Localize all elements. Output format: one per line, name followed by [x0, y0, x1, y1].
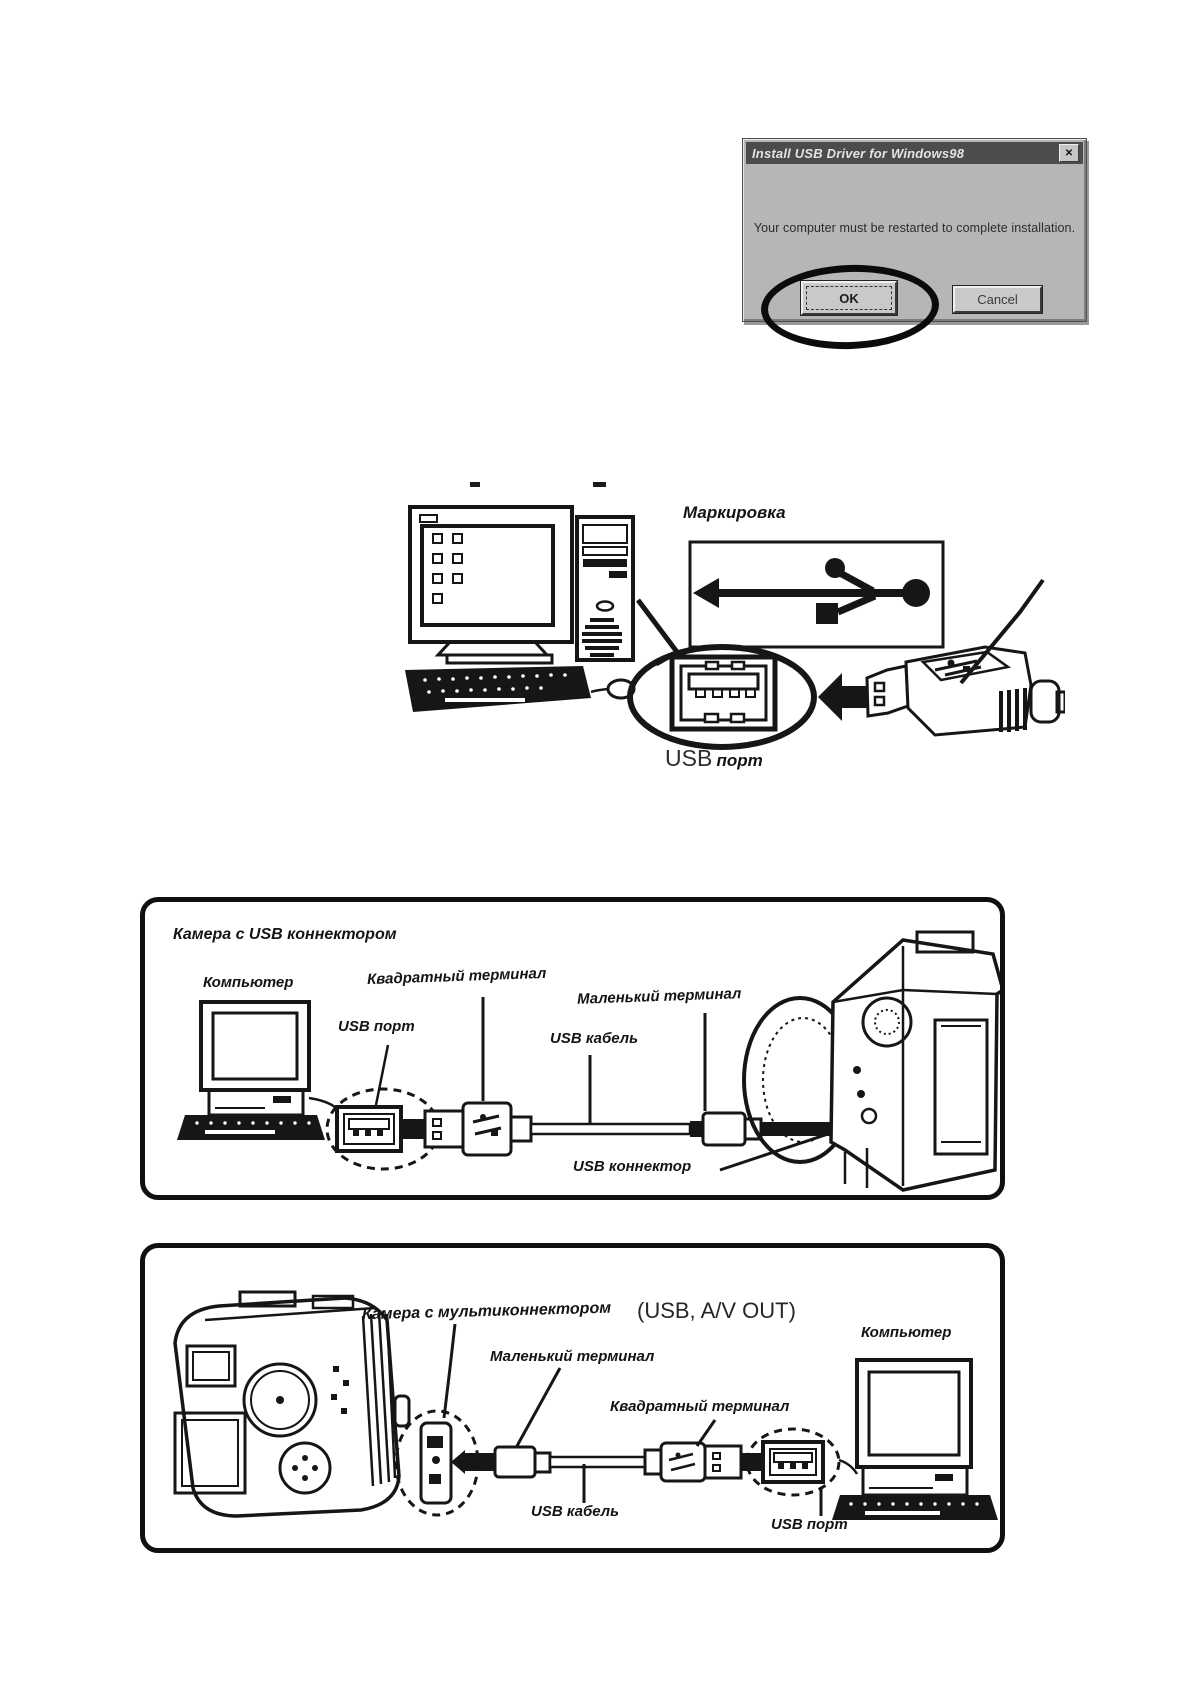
usb-port-label: USB порт — [338, 1018, 415, 1035]
usb-cable — [548, 1455, 647, 1469]
dialog-ok-button[interactable]: OK — [801, 281, 897, 315]
usb-port-illustration — [405, 505, 1065, 750]
computer-label: Компьютер — [861, 1324, 952, 1341]
leader-lines — [442, 1323, 823, 1516]
arrow-left-icon — [818, 673, 867, 721]
usb-port-callout — [627, 598, 817, 750]
usb-symbol-plate — [920, 650, 1012, 682]
usb-cable-label: USB кабель — [531, 1503, 620, 1520]
usb-connector-label: USB коннектор — [573, 1158, 692, 1175]
usb-connector-diagram-art — [177, 930, 1000, 1192]
computer-label: Компьютер — [203, 974, 294, 991]
cancel-button-label: Cancel — [977, 292, 1018, 307]
multi-connector-diagram-box: Камера с мультиконнектором (USB, A/V OUT… — [140, 1243, 1005, 1553]
install-usb-driver-dialog: Install USB Driver for Windows98 ✕ Your … — [742, 138, 1087, 353]
usb-port-callout — [745, 1427, 841, 1497]
usb-port-callout — [325, 1087, 441, 1171]
usb-port-label: USB порт — [771, 1516, 848, 1533]
screen-icons — [432, 533, 463, 604]
small-terminal — [493, 1445, 537, 1479]
plug-ribs — [999, 688, 1027, 732]
usb-cable-chain — [451, 1427, 859, 1497]
usb-connector-diagram-box: Камера с USB коннектором Компьютер Квадр… — [140, 897, 1005, 1200]
computer-illustration — [177, 1000, 343, 1140]
usb-cable — [529, 1122, 692, 1136]
diagram1-title: Камера с USB коннектором — [173, 926, 397, 943]
grip-ribs — [361, 1311, 397, 1487]
usb-cable-label: USB кабель — [550, 1030, 639, 1047]
camera-illustration — [742, 930, 1000, 1192]
multi-connector-diagram-art — [173, 1290, 998, 1520]
camera-illustration — [173, 1290, 411, 1518]
scan-artifact-dash — [470, 482, 480, 487]
computer-illustration — [405, 505, 636, 712]
square-terminal — [659, 1441, 707, 1483]
keyboard — [177, 1115, 325, 1140]
square-terminal — [461, 1101, 513, 1157]
ok-focus-ring — [806, 286, 892, 310]
small-terminal-label: Маленький терминал — [490, 1348, 655, 1365]
dialog-message: Your computer must be restarted to compl… — [753, 221, 1076, 235]
usb-marking-symbol — [688, 540, 945, 649]
square-terminal-label: Квадратный терминал — [610, 1398, 790, 1415]
dialog-title: Install USB Driver for Windows98 — [752, 145, 965, 161]
usb-port-caption: USB порт — [665, 745, 763, 772]
tower-vent — [582, 618, 622, 657]
keyboard — [832, 1495, 998, 1520]
ok-button-label: OK — [839, 290, 859, 306]
dialog-titlebar: Install USB Driver for Windows98 ✕ — [746, 142, 1083, 164]
computer-illustration — [832, 1358, 998, 1520]
marking-label: Маркировка — [683, 503, 786, 522]
usb-port-socket — [669, 654, 778, 732]
usb-plug-illustration — [865, 578, 1065, 737]
dialog-close-button[interactable]: ✕ — [1059, 144, 1079, 162]
usb-port-caption-port: порт — [716, 751, 763, 770]
marking-leader-line — [959, 578, 1045, 685]
dialog-cancel-button[interactable]: Cancel — [953, 286, 1042, 313]
usb-port-caption-usb: USB — [665, 745, 713, 771]
leader-lines — [374, 997, 916, 1172]
small-terminal — [701, 1111, 747, 1147]
diagram2-subtitle: (USB, A/V OUT) — [637, 1298, 796, 1323]
scan-artifact-dash — [593, 482, 606, 487]
